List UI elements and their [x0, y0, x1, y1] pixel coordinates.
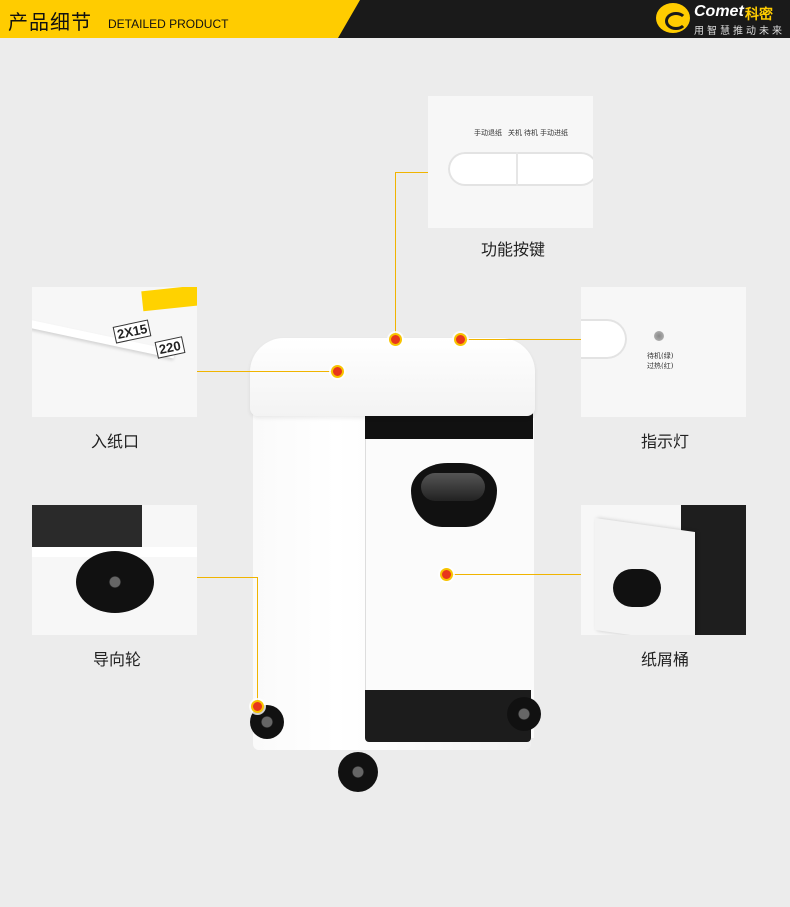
button-label-power-off: 关机 [508, 129, 522, 137]
wheel-front-right [338, 752, 378, 792]
caption-indicator: 指示灯 [640, 432, 689, 451]
connector-indicator [460, 339, 581, 340]
hotspot-buttons [389, 333, 402, 346]
caption-waste-bin: 纸屑桶 [640, 650, 689, 669]
header-title-tab [0, 0, 360, 38]
caster-base-edge [32, 505, 142, 547]
caption-caster: 导向轮 [92, 650, 141, 669]
indicator-label-overheat: 过热(红) [647, 362, 674, 370]
bin-handle-icon [613, 569, 661, 607]
connector-feed [197, 371, 337, 372]
connector-bin [446, 574, 581, 575]
page-title: 产品细节 [8, 10, 92, 34]
header-bar: 产品细节 DETAILED PRODUCT Comet 科密 用智慧推动未来 [0, 0, 790, 38]
button-label-manual-feed: 手动进纸 [540, 129, 568, 137]
detail-panel-bin [581, 505, 746, 635]
comet-logo-icon [656, 3, 690, 33]
detail-panel-caster [32, 505, 197, 635]
hotspot-bin [440, 568, 453, 581]
indicator-housing [581, 319, 627, 359]
connector-buttons [395, 172, 396, 338]
feed-yellow-label [141, 287, 197, 312]
shredder-top-cover [250, 338, 535, 416]
wheel-back-right [507, 697, 541, 731]
brand-name: Comet [694, 3, 744, 20]
connector-caster [197, 577, 257, 578]
detail-panel-feed: 2X15 220 [32, 287, 197, 417]
brand-slogan: 用智慧推动未来 [694, 26, 785, 37]
indicator-lamp-icon [654, 331, 664, 341]
brand-name-cn: 科密 [745, 7, 773, 23]
function-button-strip [448, 152, 593, 186]
detail-panel-indicator: 待机(绿) 过热(红) [581, 287, 746, 417]
button-label-manual-reverse: 手动退纸 [474, 129, 502, 137]
shredder-base [365, 690, 531, 742]
shredder-handle [411, 463, 497, 527]
page-subtitle: DETAILED PRODUCT [108, 17, 229, 31]
indicator-label-standby: 待机(绿) [647, 352, 674, 360]
hotspot-caster [251, 700, 264, 713]
detail-panel-buttons: 手动退纸 关机 待机 手动进纸 [428, 96, 593, 228]
caption-paper-entry: 入纸口 [90, 432, 139, 451]
caption-function-buttons: 功能按键 [480, 240, 545, 259]
feed-slot-edge [32, 319, 176, 359]
hotspot-feed [331, 365, 344, 378]
slot-width-tag: 220 [154, 336, 186, 359]
cut-size-tag: 2X15 [112, 319, 152, 344]
button-label-standby: 待机 [524, 129, 538, 137]
hotspot-indicator [454, 333, 467, 346]
caster-wheel-icon [76, 551, 154, 613]
